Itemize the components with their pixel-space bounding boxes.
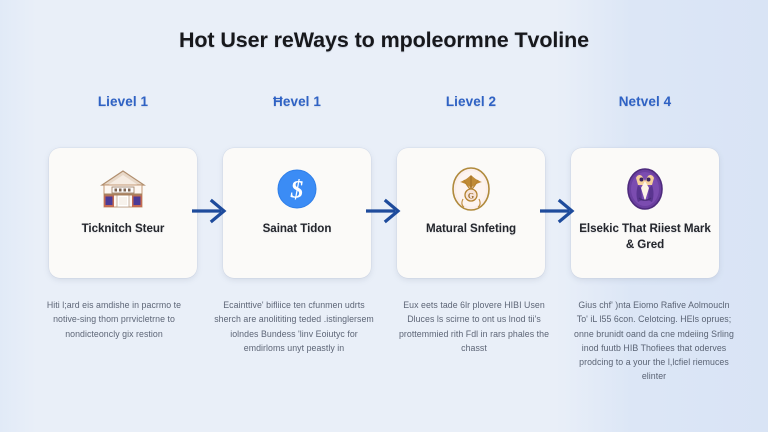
step-card-title-4: Elsekic That Riiest Mark & Gred bbox=[579, 222, 711, 251]
step-label-cell-1: Lievel 1 bbox=[36, 93, 210, 111]
svg-text:G: G bbox=[468, 192, 474, 201]
card-slot-3: G Matural Snfeting bbox=[384, 148, 558, 278]
page-title: Hot User reWays to mpoleormne Tvoline bbox=[178, 28, 590, 52]
arrow-step-2-to-3 bbox=[364, 196, 406, 226]
step-card-4[interactable]: Elsekic That Riiest Mark & Gred bbox=[571, 148, 719, 278]
step-description-2: Ecainttive' bifliice ten cfunmen udrts s… bbox=[214, 300, 374, 353]
step-card-title-3: Matural Snfeting bbox=[425, 222, 517, 235]
step-description-1: Hiti l;ard eis amdishe in pacrmo te noti… bbox=[46, 300, 182, 339]
dollar-circle-icon: $ bbox=[274, 166, 320, 212]
storefront-icon bbox=[100, 166, 146, 212]
step-label-cell-3: Lievel 2 bbox=[384, 93, 558, 111]
step-label-cell-4: Netvel 4 bbox=[558, 93, 732, 111]
step-card-1[interactable]: Ticknitch Steur bbox=[49, 148, 197, 278]
description-row: Hiti l;ard eis amdishe in pacrmo te noti… bbox=[24, 298, 744, 384]
gold-badge-icon: G bbox=[448, 166, 494, 212]
arrow-step-1-to-2 bbox=[190, 196, 232, 226]
step-card-3[interactable]: G Matural Snfeting bbox=[397, 148, 545, 278]
purple-badge-icon bbox=[622, 166, 668, 212]
step-label-4: Netvel 4 bbox=[618, 94, 672, 109]
step-card-title-1: Ticknitch Steur bbox=[81, 222, 165, 235]
step-card-2[interactable]: $ Sainat Tidon bbox=[223, 148, 371, 278]
step-label-2: Ħevel 1 bbox=[273, 94, 321, 109]
card-slot-2: $ Sainat Tidon bbox=[210, 148, 384, 278]
card-slot-1: Ticknitch Steur bbox=[36, 148, 210, 278]
step-label-cell-2: Ħevel 1 bbox=[210, 93, 384, 111]
svg-text:$: $ bbox=[290, 177, 304, 204]
step-description-3: Eux eets tade 6lr plovere HIBI Usen Dluc… bbox=[398, 300, 550, 353]
step-card-title-2: Sainat Tidon bbox=[262, 222, 332, 235]
step-label-row: Lievel 1 Ħevel 1 Lievel 2 Netvel 4 bbox=[36, 93, 732, 111]
step-label-1: Lievel 1 bbox=[97, 94, 149, 109]
arrow-step-3-to-4 bbox=[538, 196, 580, 226]
step-label-3: Lievel 2 bbox=[445, 94, 497, 109]
card-slot-4: Elsekic That Riiest Mark & Gred bbox=[558, 148, 732, 278]
step-description-4: Gius chf' )nta Eiomo Rafive Aolmoucln To… bbox=[574, 300, 734, 382]
step-card-row: Ticknitch Steur $ Sainat Tidon bbox=[36, 148, 732, 278]
